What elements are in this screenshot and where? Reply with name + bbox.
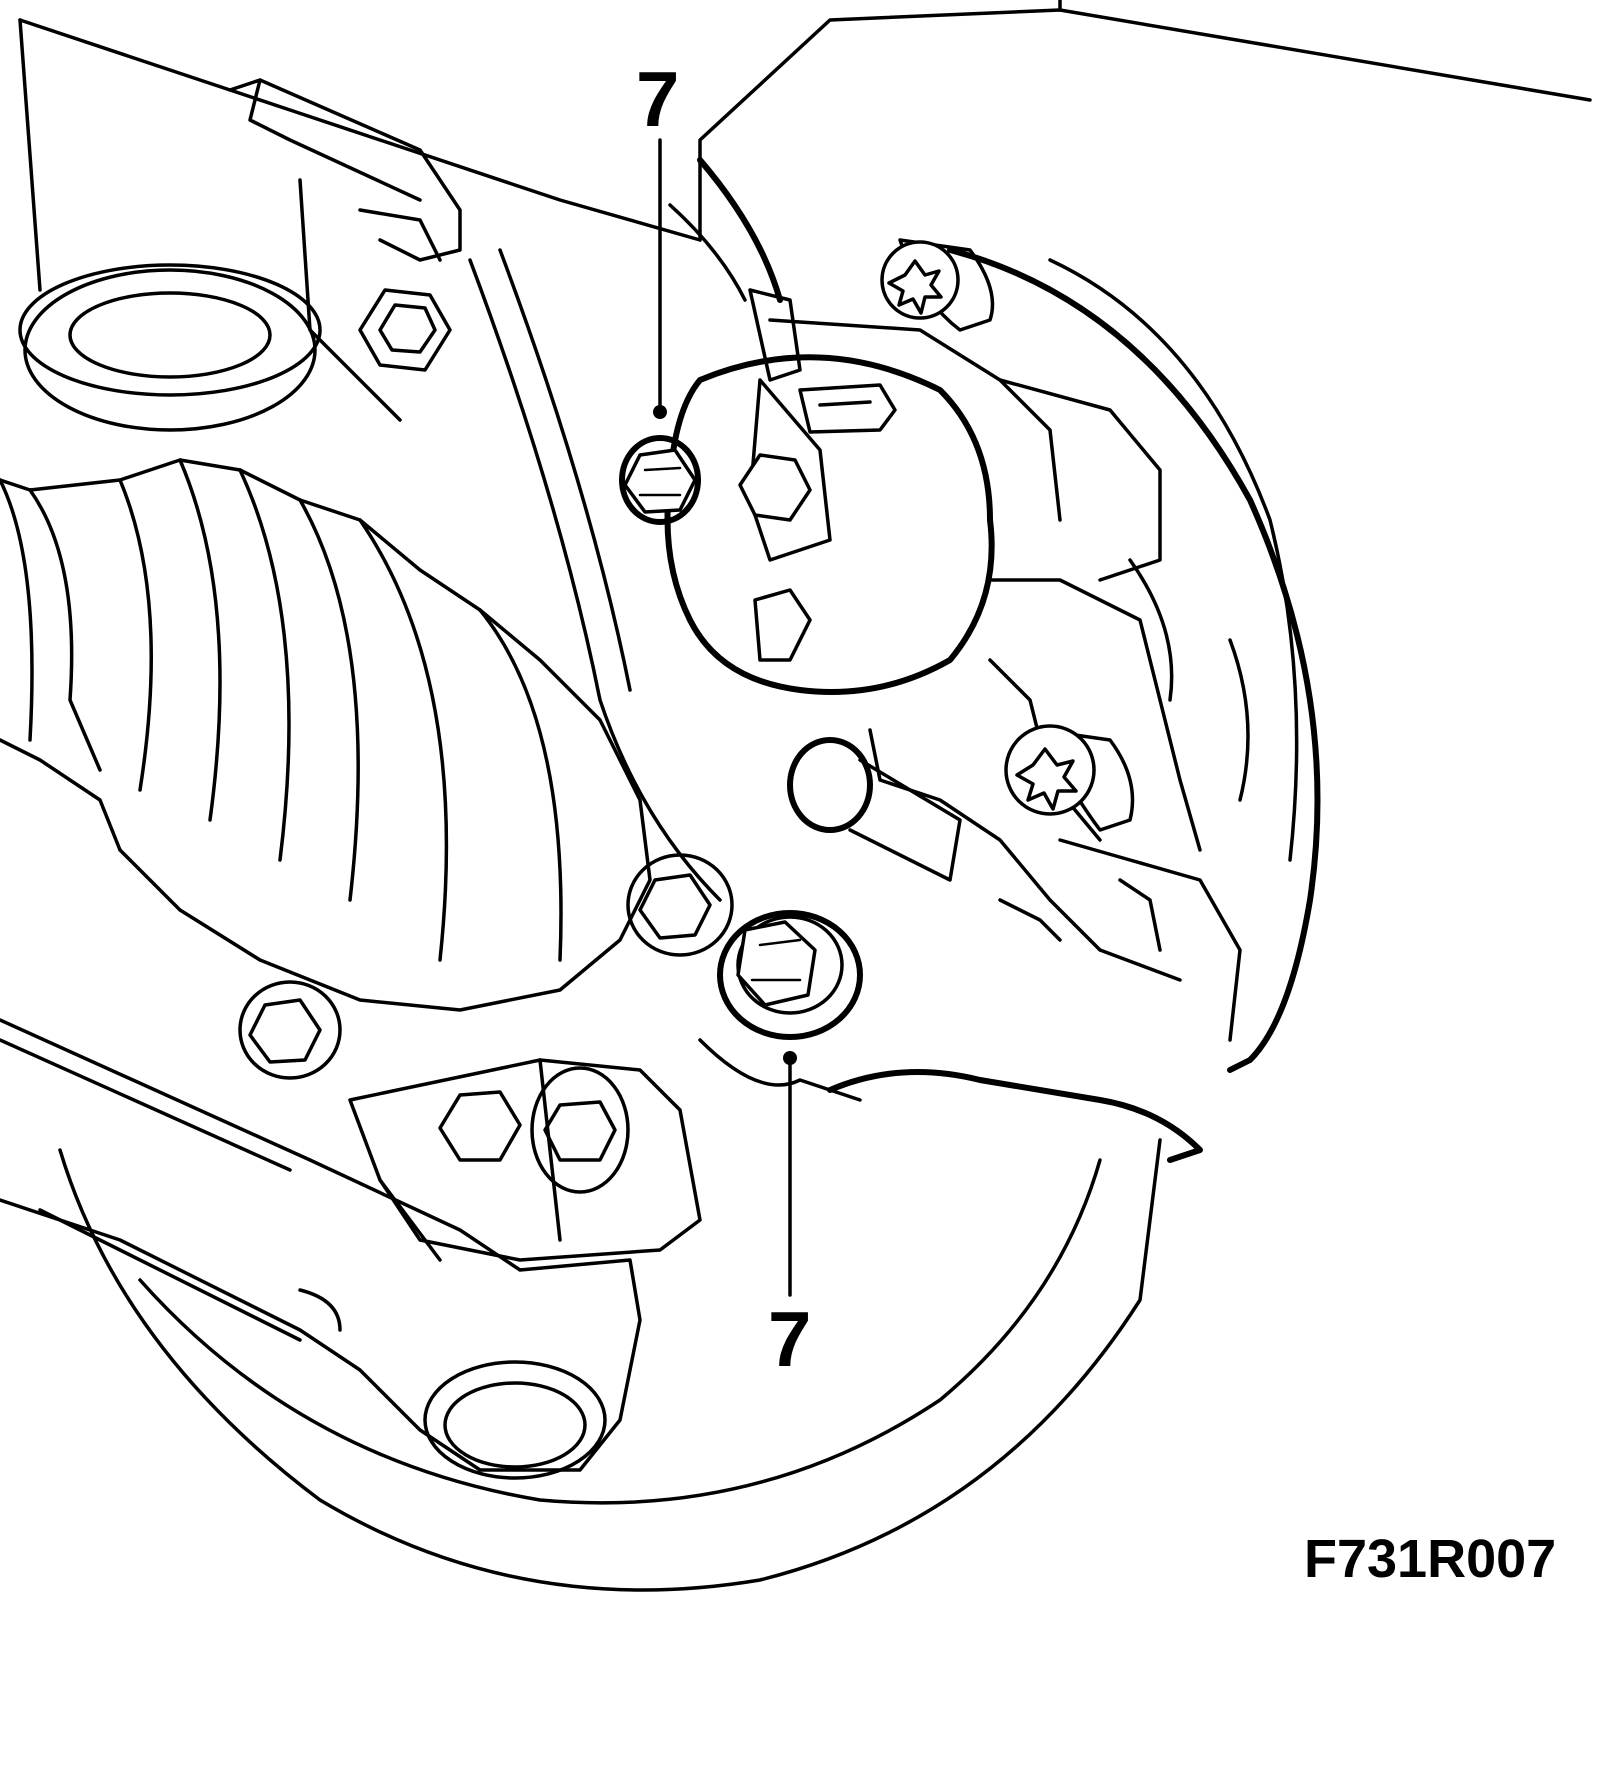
leader-dot-top xyxy=(653,405,667,419)
upper-bushing xyxy=(18,263,322,432)
caliper-mount-bolt-bottom xyxy=(717,910,863,1040)
hub-bolts xyxy=(238,853,734,1194)
bleed-nipple xyxy=(738,288,832,562)
piston-guide-sleeve xyxy=(787,737,962,882)
figure-code-label: F731R007 xyxy=(1304,1529,1557,1589)
guide-bolt-upper xyxy=(880,238,995,332)
callout-leaders xyxy=(653,138,797,1297)
hose-union-bolt xyxy=(738,453,812,522)
leader-dot-bottom xyxy=(783,1051,797,1065)
brake-hose xyxy=(468,157,783,902)
lower-control-arm xyxy=(0,1018,642,1480)
body-frame-lines xyxy=(18,0,1592,292)
steering-knuckle xyxy=(348,1038,1203,1262)
brake-disc-shield xyxy=(58,247,1321,1592)
hex-bolt-lower xyxy=(438,1090,522,1162)
callout-number-bottom: 7 xyxy=(768,1295,812,1383)
caliper-mount-bolt-top xyxy=(619,435,701,525)
guide-bolt-lower xyxy=(1004,724,1135,832)
upper-mount-bracket xyxy=(228,78,462,422)
callout-number-top: 7 xyxy=(636,55,680,143)
cv-joint-boot xyxy=(0,458,652,1012)
